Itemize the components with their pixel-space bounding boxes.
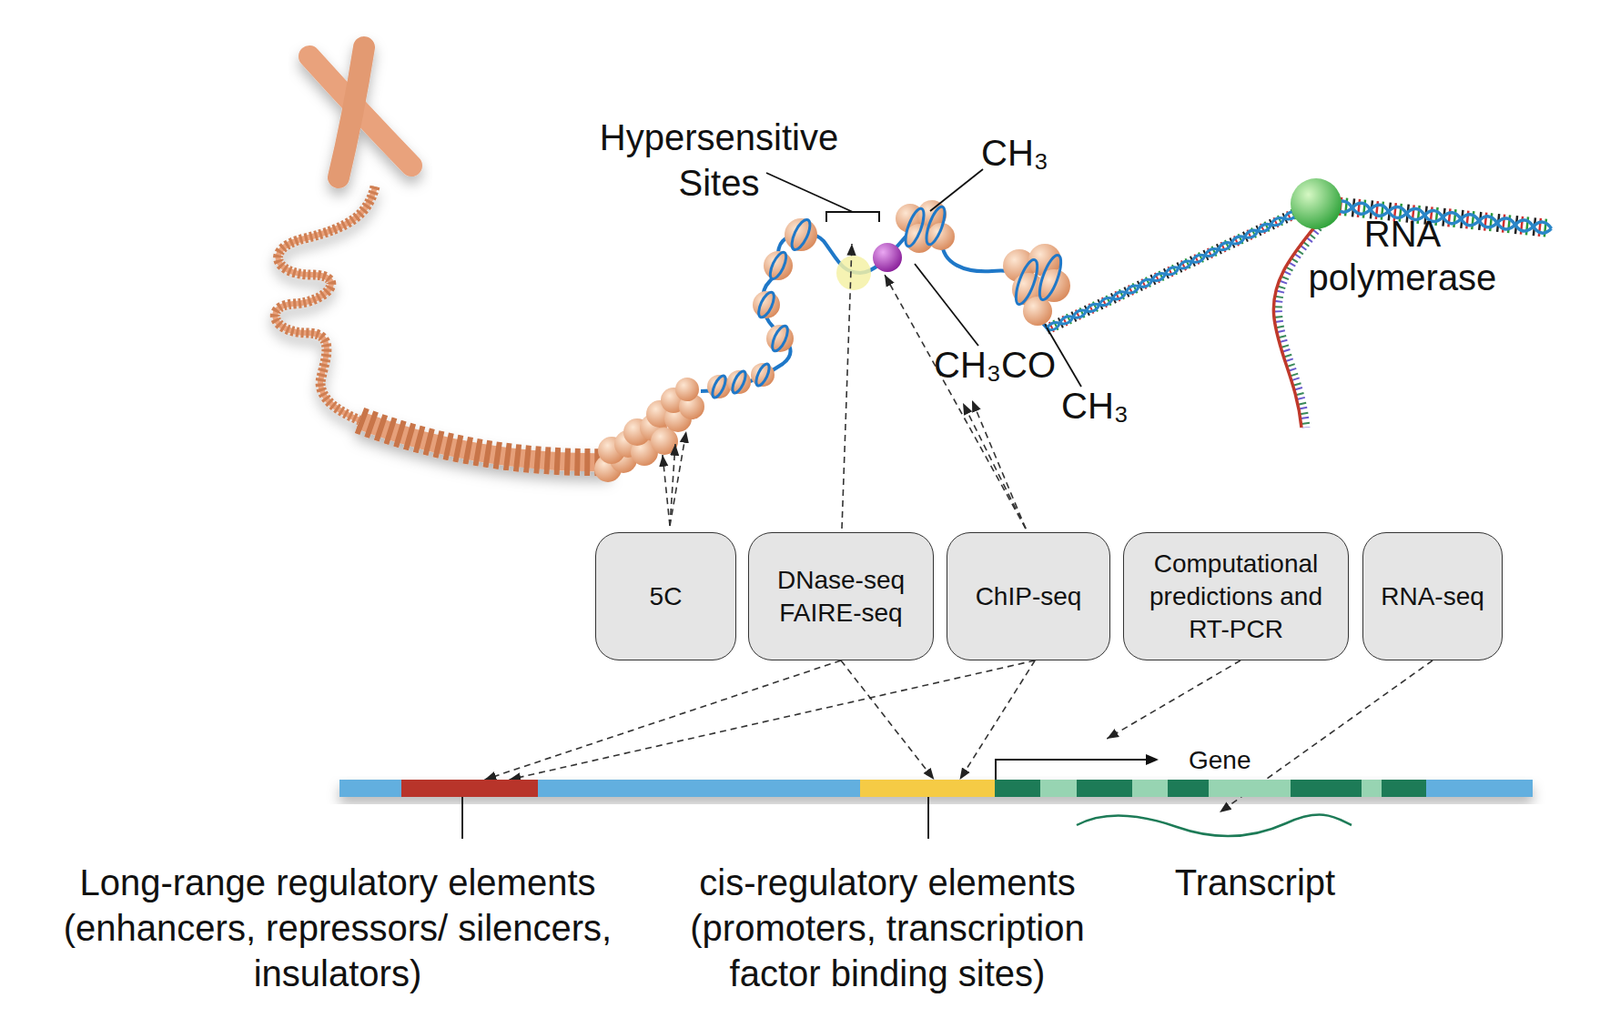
nucleosome [755, 290, 778, 320]
method-box: RNA-seq [1362, 532, 1503, 661]
dashed-connector [840, 660, 934, 780]
nucleosome [709, 374, 729, 400]
dashed-connector [485, 660, 842, 780]
gene-region: Gene [994, 739, 1427, 798]
regulatory-element-band: cis-regulatory elements (promoters, tran… [860, 779, 995, 798]
transcription-factor [836, 255, 871, 291]
chemical-group-label: CH₃ [981, 130, 1109, 176]
dashed-arrow [669, 431, 687, 527]
box-label: 5C [649, 580, 683, 614]
region-label: Long-range regulatory elements (enhancer… [55, 860, 620, 997]
nucleosome [729, 369, 749, 395]
tss-arrow-line [995, 759, 1155, 780]
dashed-arrow [662, 455, 670, 527]
nucleosome [1012, 257, 1043, 307]
chemical-group-label: CH₃CO [933, 342, 1116, 388]
method-box: ChIP-seq [946, 532, 1111, 661]
region-label: cis-regulatory elements (promoters, tran… [678, 860, 1097, 997]
transcript-line [1076, 815, 1352, 837]
leader-line [927, 797, 930, 840]
box-label: DNase-seq FAIRE-seq [759, 564, 922, 630]
nucleosome [767, 250, 790, 282]
nucleosome [750, 363, 775, 387]
dna-helix [1045, 203, 1313, 334]
dashed-connector [1106, 660, 1241, 740]
dna-helix [1045, 203, 1313, 334]
nucleosome [769, 324, 791, 354]
region-label: Transcript [1118, 860, 1392, 906]
enzyme-label: RNA polymerase [1297, 212, 1508, 300]
method-box: DNase-seq FAIRE-seq [748, 532, 934, 661]
dashed-arrow [841, 243, 852, 529]
box-label: RNA-seq [1380, 580, 1485, 614]
transcript: Transcript [1076, 812, 1352, 841]
nucleosome-beads [650, 427, 679, 456]
nucleosome-beads [594, 377, 705, 483]
nucleosome [788, 217, 814, 254]
leader-line [914, 263, 979, 346]
leader-line [766, 172, 853, 213]
dashed-arrow [884, 274, 1026, 529]
acetyl-group-protein [872, 243, 902, 273]
rna-strand [1273, 227, 1315, 428]
feature-label: Hypersensitive Sites [582, 114, 856, 206]
gene-label: Gene [1188, 744, 1335, 778]
dashed-connector [960, 660, 1036, 780]
chemical-group-label: CH₃ [1061, 383, 1189, 429]
transcript-wave [1076, 812, 1352, 841]
nucleosome [922, 204, 949, 247]
nucleosome [727, 370, 751, 395]
coiled-fiber [359, 420, 610, 463]
nucleosome [1022, 296, 1053, 326]
dashed-arrow [662, 243, 1026, 529]
chromatin-fiber [274, 186, 610, 463]
leader-line [461, 797, 464, 840]
regulatory-element-band: Long-range regulatory elements (enhancer… [401, 779, 538, 798]
nucleosome [753, 362, 772, 388]
coiled-fiber [274, 186, 375, 421]
box-label: Computational predictions and RT-PCR [1134, 547, 1337, 647]
nucleosome [1035, 253, 1066, 303]
dna-bar [339, 779, 1533, 798]
method-box: 5C [595, 532, 737, 661]
nucleosome [707, 374, 731, 399]
coiled-fiber [274, 186, 375, 421]
leader-line [930, 169, 983, 212]
nucleosome-beads [675, 377, 699, 402]
coiled-fiber [359, 420, 610, 463]
dashed-arrow [962, 403, 1026, 529]
nucleosome [901, 206, 928, 249]
bracket [826, 212, 880, 223]
chromatid [338, 47, 365, 178]
rna-polymerase [1290, 178, 1342, 230]
dashed-connector [509, 660, 1036, 780]
dashed-arrow [972, 400, 1026, 529]
tss-arrow-head [1145, 754, 1159, 766]
chromosome [309, 47, 412, 178]
exon-bar [994, 779, 1427, 798]
box-label: ChIP-seq [975, 580, 1083, 614]
method-box: Computational predictions and RT-PCR [1123, 532, 1349, 661]
dna-helix [1045, 203, 1313, 334]
